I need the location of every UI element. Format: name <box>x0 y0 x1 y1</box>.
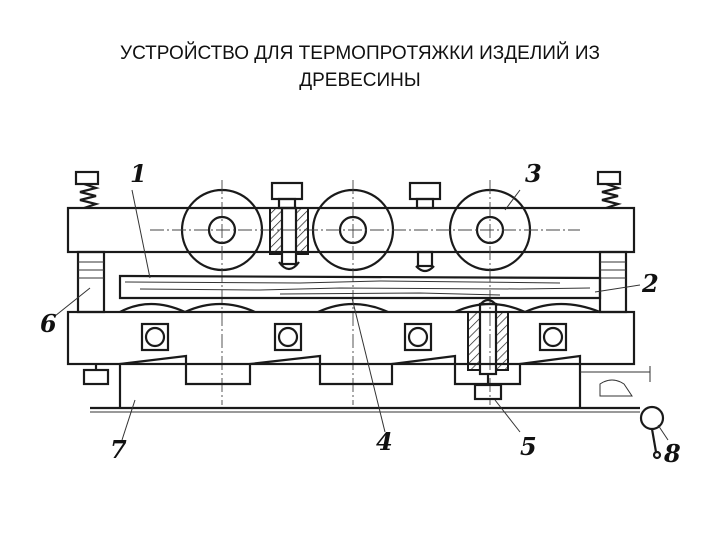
stepped-wedge <box>118 354 582 408</box>
base-ground <box>90 406 640 413</box>
callout-8: 8 <box>663 439 681 468</box>
callout-4: 4 <box>376 427 393 456</box>
leg-bolts <box>82 364 110 386</box>
spring-left <box>74 170 100 210</box>
title-line-1: УСТРОЙСТВО ДЛЯ ТЕРМОПРОТЯЖКИ ИЗДЕЛИЙ ИЗ <box>120 43 600 64</box>
lower-roller-arcs <box>119 302 601 314</box>
callout-3: 3 <box>525 159 542 188</box>
top-bolts <box>269 181 442 273</box>
callout-6: 6 <box>40 309 57 338</box>
upper-beam <box>66 206 636 254</box>
spring-right <box>596 170 622 210</box>
callout-5: 5 <box>520 432 537 461</box>
lower-beam <box>66 310 636 366</box>
workpiece-board <box>118 274 602 300</box>
upper-rollers <box>150 180 580 405</box>
adjusting-bolt <box>467 298 509 401</box>
callout-7: 7 <box>110 435 127 464</box>
page-title: УСТРОЙСТВО ДЛЯ ТЕРМОПРОТЯЖКИ ИЗДЕЛИЙ ИЗ … <box>60 40 660 94</box>
callout-2: 2 <box>641 269 659 298</box>
crank-mechanism <box>580 366 665 460</box>
callout-1: 1 <box>130 159 147 188</box>
leader-lines <box>54 189 669 441</box>
title-line-2: ДРЕВЕСИНЫ <box>299 70 421 91</box>
lower-bearings <box>140 322 568 352</box>
